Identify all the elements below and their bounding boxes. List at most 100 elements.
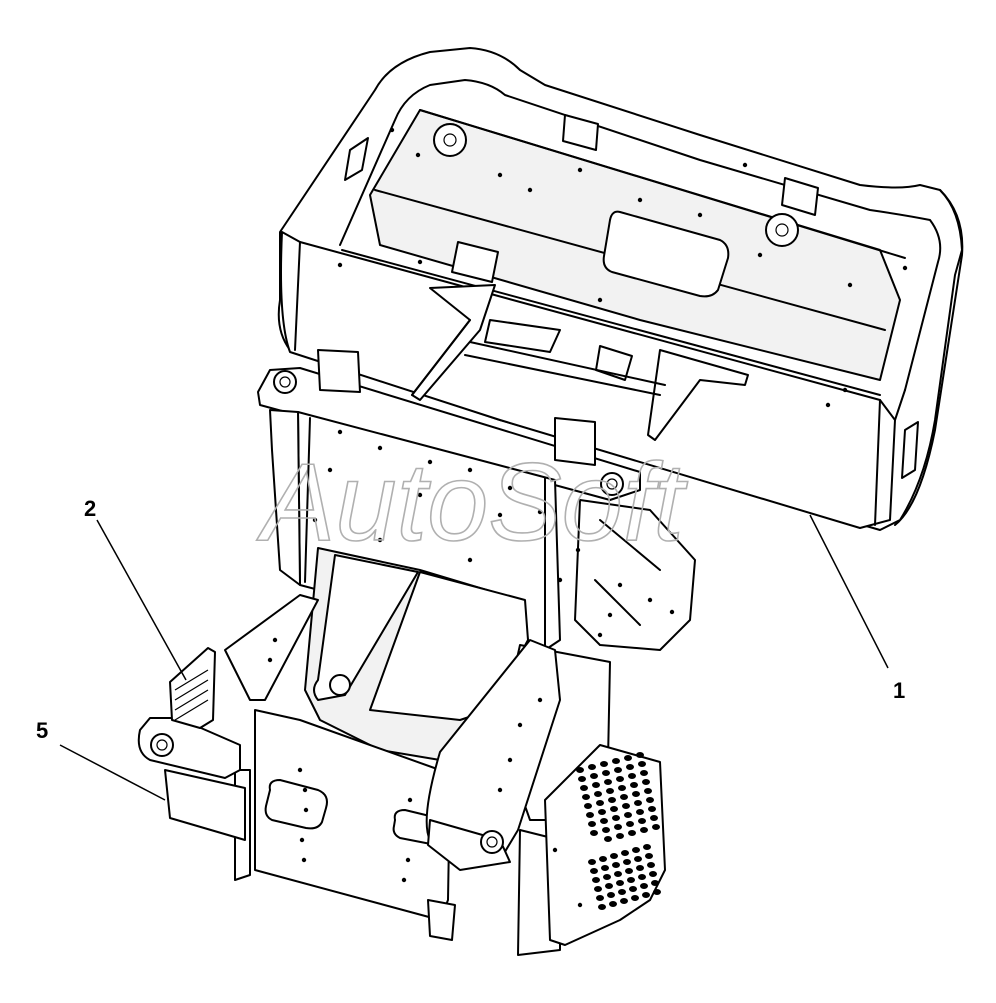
bolt-hole (327, 467, 333, 473)
bolt-holes (267, 127, 908, 908)
grating-hole (588, 859, 596, 865)
grating-hole (592, 877, 600, 883)
grating-hole (636, 809, 644, 815)
grating-hole (626, 764, 634, 770)
grating-hole (636, 752, 644, 758)
bolt-hole (697, 212, 703, 218)
grating-hole (612, 815, 620, 821)
grating-hole (643, 844, 651, 850)
bolt-hole (497, 512, 503, 518)
bolt-hole (417, 259, 423, 265)
bolt-hole (415, 152, 421, 158)
grating-hole (616, 833, 624, 839)
grating-hole (642, 892, 650, 898)
grating-hole (602, 770, 610, 776)
grating-hole (612, 758, 620, 764)
callout-2: 2 (84, 496, 96, 521)
grating-hole (580, 785, 588, 791)
grating-hole (645, 853, 653, 859)
grating-hole (628, 830, 636, 836)
bolt-hole (757, 252, 763, 258)
grating-hole (606, 788, 614, 794)
grating-hole (620, 898, 628, 904)
grating-hole (596, 800, 604, 806)
grating-hole (614, 871, 622, 877)
grating-hole (624, 812, 632, 818)
grating-hole (638, 874, 646, 880)
grating-hole (648, 806, 656, 812)
bolt-hole (507, 485, 513, 491)
cross-beams (411, 284, 749, 441)
bolt-hole (267, 657, 273, 663)
grating-hole (632, 791, 640, 797)
grating-hole (599, 856, 607, 862)
grating-hole (602, 827, 610, 833)
grating-hole (588, 764, 596, 770)
grating-hole (590, 868, 598, 874)
grating-hole (594, 791, 602, 797)
grating-hole (622, 803, 630, 809)
bolt-hole (407, 797, 413, 803)
grating-hole (653, 889, 661, 895)
grating-hole (584, 803, 592, 809)
grating-hole (640, 883, 648, 889)
bolt-hole (537, 509, 543, 515)
callout-5: 5 (36, 718, 48, 743)
bolt-hole (902, 265, 908, 271)
grating-hole (649, 871, 657, 877)
grating-hole (578, 776, 586, 782)
bolt-hole (377, 445, 383, 451)
grating-hole (604, 779, 612, 785)
grating-hole (638, 818, 646, 824)
grating-hole (576, 767, 584, 773)
bolt-hole (272, 637, 278, 643)
bolt-hole (303, 807, 309, 813)
grating-hole (612, 862, 620, 868)
grating-hole (638, 761, 646, 767)
grating-hole (629, 886, 637, 892)
bolt-hole (527, 187, 533, 193)
bolt-hole (617, 582, 623, 588)
bolt-hole (742, 162, 748, 168)
bolt-hole (389, 127, 395, 133)
grating-hole (590, 830, 598, 836)
grating-hole (618, 889, 626, 895)
grating-hole (590, 773, 598, 779)
bolt-hole (507, 757, 513, 763)
grating-hole (608, 797, 616, 803)
callout-1: 1 (893, 678, 905, 703)
bolt-hole (467, 467, 473, 473)
bolt-hole (401, 877, 407, 883)
bolt-hole (427, 459, 433, 465)
grating-hole (646, 797, 654, 803)
grating-hole (596, 895, 604, 901)
bolt-hole (301, 857, 307, 863)
grating-hole (647, 862, 655, 868)
grating-hole (586, 812, 594, 818)
bolt-hole (312, 517, 318, 523)
leader-1 (809, 514, 889, 669)
bolt-hole (337, 429, 343, 435)
bolt-hole (842, 387, 848, 393)
grating-hole (630, 782, 638, 788)
grating-hole (651, 880, 659, 886)
grating-hole (610, 806, 618, 812)
bolt-hole (467, 557, 473, 563)
grating-hole (607, 892, 615, 898)
grating-hole (632, 847, 640, 853)
bolt-hole (637, 197, 643, 203)
grating-hole (604, 836, 612, 842)
grating-hole (640, 827, 648, 833)
grating-hole (614, 824, 622, 830)
bolt-hole (597, 297, 603, 303)
bolt-hole (575, 547, 581, 553)
bolt-hole (607, 612, 613, 618)
grating-hole (631, 895, 639, 901)
bolt-hole (577, 902, 583, 908)
bolt-hole (302, 787, 308, 793)
bolt-hole (597, 632, 603, 638)
bolt-hole (825, 402, 831, 408)
leader-5 (59, 744, 166, 801)
grating-hole (626, 821, 634, 827)
